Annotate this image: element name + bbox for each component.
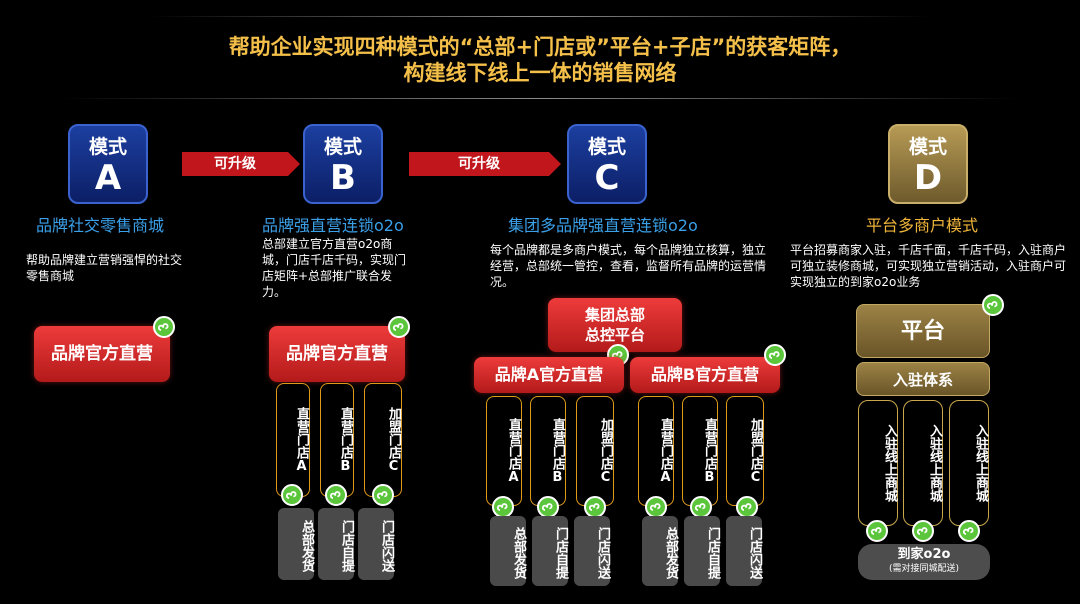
mini-program-icon [388, 316, 410, 338]
mode-d-mall: 入驻线上商城 [903, 400, 943, 526]
mode-d-label: 模式 [908, 136, 947, 158]
upgrade-arrow-ab: 可升级 [182, 152, 300, 176]
mode-d-letter: D [913, 158, 943, 198]
mode-c-service: 门店闪送 [574, 516, 610, 586]
mode-c-hq-line2: 总控平台 [584, 326, 645, 344]
mode-c-service: 总部发货 [490, 516, 526, 586]
mini-program-icon [492, 496, 514, 518]
mode-d-mall: 入驻线上商城 [858, 400, 898, 526]
bottom-divider [60, 98, 1020, 99]
mode-b-desc: 总部建立官方直营o2o商城，门店千店千码，实现门店矩阵+总部推广联合发力。 [262, 237, 407, 299]
mode-c-brand-a: 品牌A官方直营 [474, 357, 624, 393]
mode-c-store: 加盟门店C [726, 396, 764, 506]
mode-b-name: 品牌强直营连锁o2o [262, 216, 404, 235]
mode-b-store-b: 直营门店B [320, 383, 354, 497]
mode-c-store: 直营门店A [638, 396, 674, 506]
mode-d-badge: 模式 D [888, 124, 968, 204]
title-line-2: 构建线下线上一体的销售网络 [403, 61, 677, 85]
title-line-1: 帮助企业实现四种模式的“总部+门店或”平台+子店”的获客矩阵， [228, 35, 852, 59]
mode-c-label: 模式 [587, 136, 626, 158]
mode-c-service: 门店自提 [684, 516, 720, 586]
mode-d-platform: 平台 [856, 304, 990, 358]
mode-c-group-hq: 集团总部 总控平台 [548, 298, 682, 352]
mode-c-brand-b: 品牌B官方直营 [630, 357, 780, 393]
mini-program-icon [645, 496, 667, 518]
mode-c-store: 直营门店B [530, 396, 566, 506]
mode-b-service-pickup: 门店自提 [318, 508, 354, 580]
mode-a-badge: 模式 A [68, 124, 148, 204]
mode-c-name: 集团多品牌强直营连锁o2o [508, 216, 698, 235]
mini-program-icon [764, 344, 786, 366]
mode-c-hq-line1: 集团总部 [584, 306, 645, 324]
mode-d-o2o-label: 到家o2o [897, 547, 951, 562]
mode-b-badge: 模式 B [303, 124, 383, 204]
mini-program-icon [982, 294, 1004, 316]
mini-program-icon [153, 316, 175, 338]
mode-b-service-flash: 门店闪送 [358, 508, 394, 580]
mini-program-icon [584, 496, 606, 518]
mode-b-official-store: 品牌官方直营 [269, 326, 405, 382]
mode-c-service: 总部发货 [642, 516, 678, 586]
mode-d-o2o: 到家o2o (需对接同城配送) [858, 544, 990, 580]
mode-a-label: 模式 [88, 136, 127, 158]
mode-d-o2o-note: (需对接同城配送) [888, 564, 960, 574]
mode-d-desc: 平台招募商家入驻，千店千面，千店千码，入驻商户可独立装修商城，可实现独立营销活动… [790, 243, 1067, 289]
mode-d-system: 入驻体系 [856, 362, 990, 396]
mode-c-badge: 模式 C [567, 124, 647, 204]
mode-d-mall: 入驻线上商城 [949, 400, 989, 526]
mode-c-service: 门店自提 [532, 516, 568, 586]
mode-a-desc: 帮助品牌建立营销强悍的社交零售商城 [26, 253, 183, 283]
mode-b-store-c: 加盟门店C [364, 383, 402, 497]
mode-c-store: 加盟门店C [576, 396, 614, 506]
mode-b-label: 模式 [323, 136, 362, 158]
mini-program-icon [690, 496, 712, 518]
mini-program-icon [736, 496, 758, 518]
mode-c-letter: C [594, 158, 620, 198]
mode-c-desc: 每个品牌都是多商户模式，每个品牌独立核算，独立经营，总部统一管控，查看，监督所有… [490, 243, 767, 289]
mode-a-name: 品牌社交零售商城 [36, 216, 165, 235]
mode-b-service-hq: 总部发货 [278, 508, 314, 580]
mini-program-icon [866, 520, 888, 542]
upgrade-arrow-bc: 可升级 [409, 152, 561, 176]
mini-program-icon [325, 484, 347, 506]
mode-c-service: 门店闪送 [726, 516, 762, 586]
mini-program-icon [912, 520, 934, 542]
mode-d-name: 平台多商户模式 [866, 216, 979, 235]
mode-a-official-store: 品牌官方直营 [34, 326, 170, 382]
mode-b-store-a: 直营门店A [276, 383, 310, 497]
top-divider [150, 16, 930, 17]
mode-c-store: 直营门店A [486, 396, 522, 506]
mode-b-letter: B [330, 158, 356, 198]
mode-a-letter: A [94, 158, 122, 198]
mini-program-icon [281, 484, 303, 506]
mode-c-store: 直营门店B [682, 396, 718, 506]
mini-program-icon [372, 484, 394, 506]
mini-program-icon [537, 496, 559, 518]
mini-program-icon [958, 520, 980, 542]
